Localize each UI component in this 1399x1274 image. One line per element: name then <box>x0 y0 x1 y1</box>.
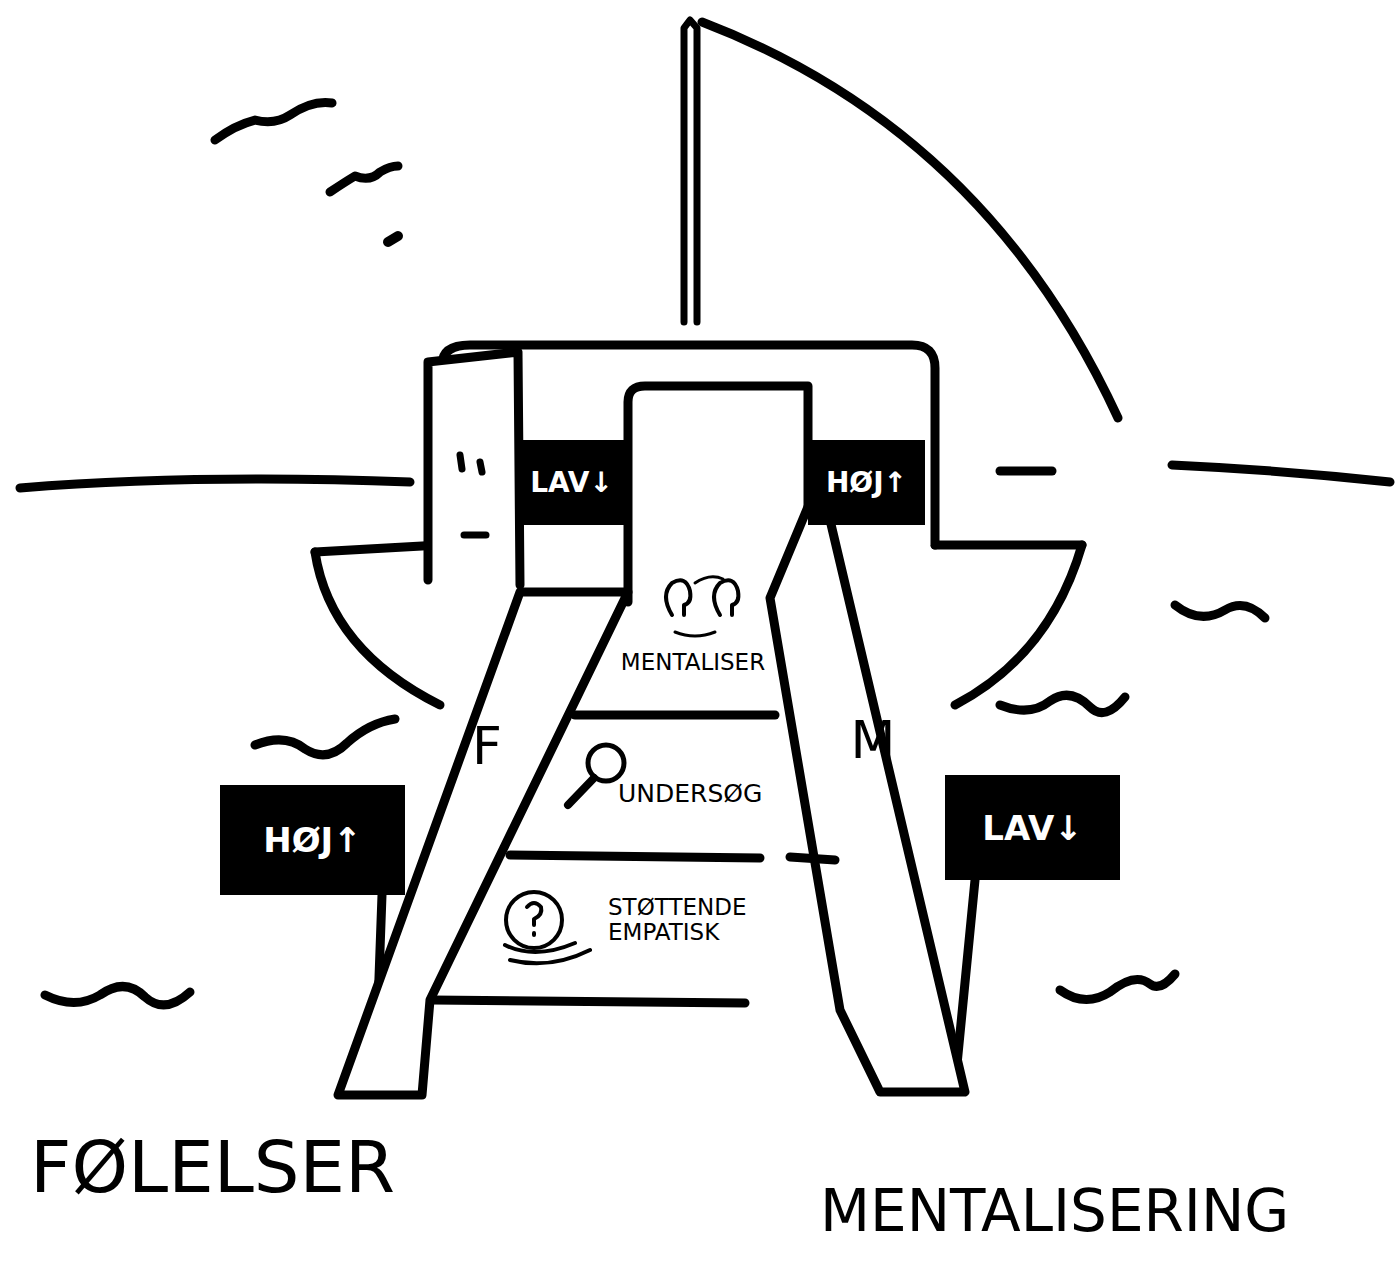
level-box: LAV↓ <box>515 440 628 525</box>
face <box>460 455 486 535</box>
level-text: HØJ↑ <box>826 466 907 499</box>
level-text: LAV↓ <box>530 466 613 499</box>
step-label: MENTALISER <box>598 650 788 675</box>
horizon <box>1172 465 1390 482</box>
step-label: STØTTENDE EMPATISK <box>608 895 778 946</box>
gangway-step <box>575 711 775 720</box>
hull <box>315 552 440 705</box>
mast <box>684 20 697 322</box>
hull <box>955 545 1082 705</box>
cabin-face <box>428 352 520 585</box>
level-box: LAV↓ <box>945 775 1120 880</box>
heading-label: F <box>452 718 522 775</box>
horizon <box>20 479 410 488</box>
heads-icon <box>675 577 723 636</box>
bird <box>388 236 398 242</box>
wave <box>1000 695 1125 712</box>
support-icon <box>506 892 562 948</box>
level-text: HØJ↑ <box>263 820 362 860</box>
wave <box>1060 974 1175 1000</box>
gangway-rail <box>770 490 965 1092</box>
heading-label: MENTALISERING <box>820 1180 1395 1244</box>
bird <box>330 166 398 192</box>
question-symbol <box>527 903 541 935</box>
wave <box>255 719 395 755</box>
magnifier-icon <box>568 778 594 805</box>
level-text: LAV↓ <box>982 808 1082 848</box>
hull <box>315 545 440 552</box>
gangway-step <box>510 855 835 860</box>
level-box: HØJ↑ <box>808 440 925 525</box>
wave <box>1175 605 1265 618</box>
bird <box>215 103 332 141</box>
gangway-step <box>432 1000 745 1003</box>
horizon <box>1000 467 1052 476</box>
heading-label: FØLELSER <box>30 1128 450 1207</box>
step-label: UNDERSØG <box>618 780 778 808</box>
wave <box>45 986 190 1004</box>
level-box: HØJ↑ <box>220 785 405 895</box>
support-icon <box>505 943 590 963</box>
heads-icon <box>666 580 738 615</box>
hull <box>935 541 1082 550</box>
heading-label: M <box>838 712 908 769</box>
